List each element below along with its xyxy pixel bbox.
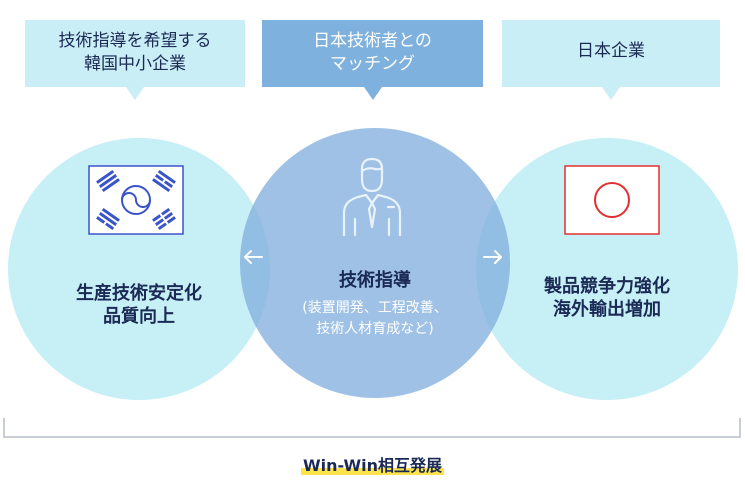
- matching-line2: マッチング: [330, 54, 415, 74]
- korea-flag-icon: [88, 165, 184, 235]
- guidance-circle: [240, 128, 510, 398]
- caption: Win-Win相互発展: [0, 452, 745, 476]
- korea-benefits: 生産技術安定化 品質向上: [28, 282, 250, 328]
- arrow-left-icon: [244, 250, 263, 264]
- korean-sme-line1: 技術指導を希望する: [58, 31, 212, 51]
- win-win-caption: Win-Win相互発展: [301, 456, 444, 475]
- korea-benefit-line1: 生産技術安定化: [76, 283, 202, 304]
- matching-box: 日本技術者との マッチング: [262, 20, 483, 87]
- korean-sme-pointer: [126, 87, 144, 100]
- arrow-right-icon: [483, 250, 502, 264]
- japanese-company-label: 日本企業: [577, 41, 645, 61]
- engineer-person-icon: [342, 157, 402, 237]
- guidance-title: 技術指導: [339, 270, 411, 291]
- korea-benefit-line2: 品質向上: [103, 306, 175, 327]
- bottom-bracket: [3, 418, 741, 438]
- korean-sme-line2: 韓国中小企業: [84, 54, 186, 74]
- korean-sme-box: 技術指導を希望する 韓国中小企業: [25, 20, 245, 87]
- guidance-detail-line2: 技術人材育成など): [316, 321, 434, 337]
- guidance-details: (装置開発、工程改善、 技術人材育成など): [262, 298, 488, 340]
- japanese-company-pointer: [602, 87, 620, 100]
- guidance-detail-line1: (装置開発、工程改善、: [302, 300, 448, 316]
- japanese-company-box: 日本企業: [502, 20, 720, 87]
- matching-line1: 日本技術者との: [313, 31, 432, 51]
- matching-pointer: [364, 87, 382, 100]
- japan-benefits: 製品競争力強化 海外輸出増加: [496, 275, 718, 321]
- japan-benefit-line1: 製品競争力強化: [544, 276, 670, 297]
- japan-flag-icon: [564, 165, 660, 235]
- japan-benefit-line2: 海外輸出増加: [553, 299, 661, 320]
